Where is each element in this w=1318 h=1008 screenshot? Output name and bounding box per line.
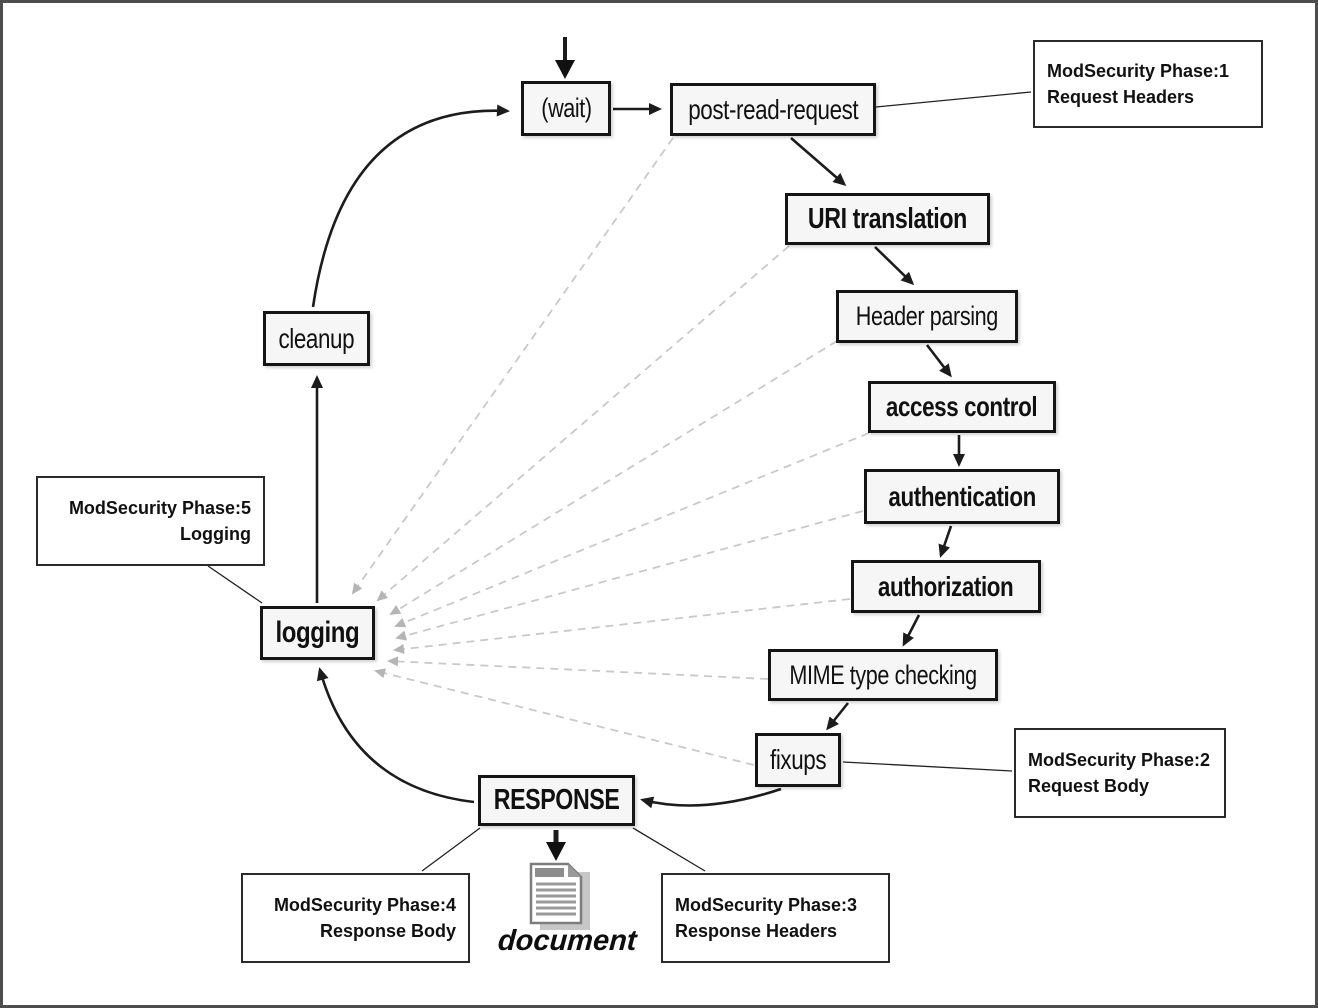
- node-authentication: authentication: [864, 469, 1060, 524]
- node-authorization-label: authorization: [878, 570, 1014, 602]
- callout-phase3-line2: Response Headers: [675, 921, 838, 941]
- document-icon: [529, 862, 590, 930]
- dashed-link-header-parsing: [389, 340, 838, 616]
- dashed-link-uri-translation: [376, 245, 790, 602]
- arrow-uri-to-header: [874, 246, 915, 286]
- arrow-response-to-logging: [316, 667, 475, 804]
- dashed-link-authorization: [393, 598, 851, 654]
- node-authorization: authorization: [851, 560, 1041, 613]
- node-wait: (wait): [521, 81, 611, 136]
- arrow-cleanup-to-wait: [311, 104, 510, 308]
- dashed-link-authentication: [395, 510, 864, 641]
- dashed-link-fixups: [374, 668, 755, 766]
- node-fixups: fixups: [755, 733, 841, 787]
- callout-phase1-line2: Request Headers: [1047, 87, 1195, 107]
- node-post-read-request-label: post-read-request: [688, 93, 859, 125]
- callout-phase1: ModSecurity Phase:1 Request Headers: [1033, 40, 1263, 128]
- node-uri-translation: URI translation: [785, 193, 990, 245]
- node-mime-type-checking-label: MIME type checking: [789, 659, 977, 690]
- arrow-post-read-to-uri: [790, 137, 847, 186]
- node-response-label: RESPONSE: [493, 784, 620, 816]
- arrow-header-to-access: [925, 344, 952, 378]
- node-header-parsing-label: Header parsing: [855, 301, 999, 331]
- document-fold: [568, 864, 581, 877]
- callout-phase1-line1: ModSecurity Phase:1: [1047, 60, 1230, 81]
- node-response: RESPONSE: [478, 775, 635, 826]
- node-post-read-request: post-read-request: [670, 83, 876, 136]
- dashed-link-access-control: [394, 432, 870, 628]
- document-text-lines: [536, 882, 576, 916]
- callout-phase5-line1: ModSecurity Phase:5: [68, 497, 251, 518]
- document-header-band: [535, 868, 564, 877]
- node-fixups-label: fixups: [769, 744, 827, 775]
- node-logging-label: logging: [275, 616, 360, 649]
- node-wait-label: (wait): [540, 93, 592, 123]
- callout-phase3: ModSecurity Phase:3 Response Headers: [661, 873, 890, 963]
- arrow-authorization-to-mime: [902, 614, 921, 647]
- dashed-logging-links: [351, 137, 870, 766]
- node-logging: logging: [260, 606, 375, 660]
- callout-phase3-line1: ModSecurity Phase:3: [675, 894, 858, 915]
- node-mime-type-checking: MIME type checking: [768, 649, 998, 701]
- callout-phase5: ModSecurity Phase:5 Logging: [36, 476, 265, 566]
- leader-phase5: [207, 565, 263, 604]
- callout-phase4-line2: Response Body: [319, 921, 456, 941]
- node-cleanup: cleanup: [263, 311, 370, 366]
- callout-leader-lines: [207, 91, 1032, 872]
- dashed-link-mime-type-checking: [387, 656, 769, 680]
- leader-phase3: [632, 827, 706, 872]
- node-cleanup-label: cleanup: [278, 322, 355, 354]
- arrow-fixups-to-response: [640, 787, 782, 809]
- node-uri-translation-label: URI translation: [808, 202, 967, 235]
- node-access-control-label: access control: [886, 391, 1038, 422]
- callout-phase5-line2: Logging: [180, 524, 251, 544]
- callout-phase2-line1: ModSecurity Phase:2: [1028, 749, 1211, 770]
- arrow-authentication-to-authorization: [938, 525, 953, 558]
- callout-phase2: ModSecurity Phase:2 Request Body: [1014, 728, 1226, 818]
- arrow-mime-to-fixups: [826, 702, 850, 731]
- callout-phase4-line1: ModSecurity Phase:4: [273, 894, 456, 915]
- connector-layer: [207, 37, 1032, 930]
- node-header-parsing: Header parsing: [836, 290, 1018, 343]
- leader-phase4: [421, 827, 481, 872]
- dashed-link-post-read-request: [351, 137, 674, 595]
- node-access-control: access control: [868, 381, 1056, 433]
- leader-phase1: [875, 91, 1032, 108]
- flow-arrows: [311, 37, 965, 861]
- node-authentication-label: authentication: [888, 480, 1036, 512]
- document-label: document: [496, 925, 638, 957]
- callout-phase4: ModSecurity Phase:4 Response Body: [241, 873, 470, 963]
- callout-phase2-line2: Request Body: [1028, 776, 1150, 796]
- leader-phase2: [842, 761, 1013, 772]
